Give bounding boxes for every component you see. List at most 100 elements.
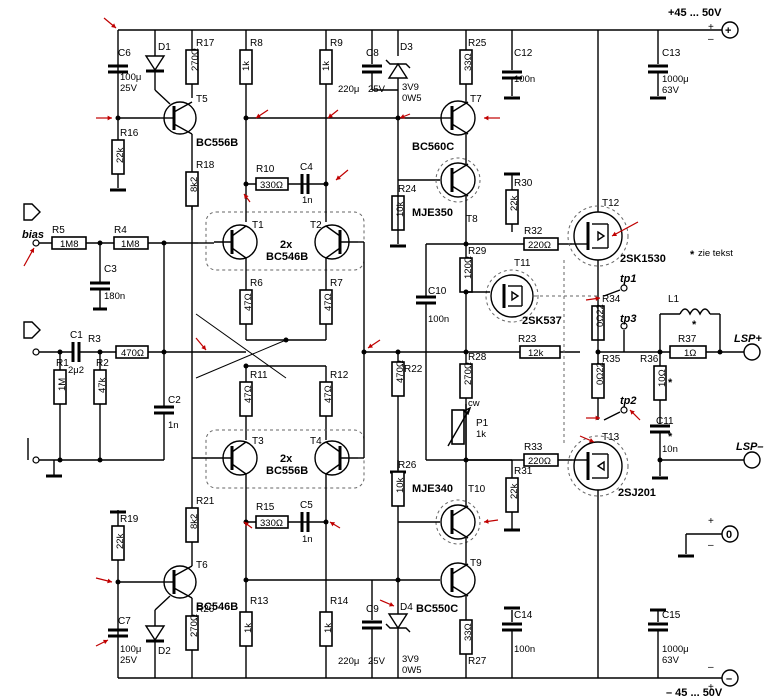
lsp-plus-terminal[interactable] [743,343,761,361]
ground-out-terminal[interactable] [721,525,739,543]
tp2-terminal[interactable] [620,406,628,414]
svg-text:63V: 63V [662,85,680,96]
T5-transistor [160,101,197,135]
svg-text:10k: 10k [395,201,406,217]
T13-mosfet [572,441,623,491]
supply-pos-label: +45 ... 50V [668,7,722,19]
svg-text:C14: C14 [514,610,533,621]
svg-text:BC556B: BC556B [266,465,308,477]
svg-text:T4: T4 [310,436,322,447]
tp3-terminal[interactable] [620,322,628,330]
svg-text:+: + [708,516,714,527]
svg-text:R10: R10 [256,164,275,175]
svg-text:22k: 22k [509,483,520,499]
svg-text:R16: R16 [120,128,139,139]
svg-text:D3: D3 [400,42,413,53]
svg-text:D4: D4 [400,602,413,613]
svg-text:22k: 22k [115,533,126,549]
svg-text:R34: R34 [602,294,621,305]
svg-text:10k: 10k [395,477,406,493]
svg-text:T11: T11 [514,258,531,269]
svg-text:C9: C9 [366,604,379,615]
svg-text:1n: 1n [168,420,179,431]
svg-text:1Ω: 1Ω [684,348,696,359]
svg-text:0: 0 [726,529,732,541]
svg-text:63V: 63V [662,655,680,666]
R3 [115,345,149,359]
svg-text:100μ: 100μ [120,72,141,83]
svg-text:33Ω: 33Ω [463,623,474,641]
R31 [505,477,519,513]
svg-text:1k: 1k [323,623,334,633]
T6-transistor [160,565,197,599]
svg-text:C12: C12 [514,48,533,59]
svg-text:R4: R4 [114,225,127,236]
supply-neg-label: – 45 ... 50V [666,687,723,699]
svg-text:100μ: 100μ [120,644,141,655]
tp1-terminal[interactable] [620,284,628,292]
T12-mosfet [572,211,623,261]
signal-input-terminal[interactable] [32,348,40,356]
svg-text:470Ω: 470Ω [121,348,144,359]
R6 [239,289,253,325]
R20 [185,615,199,651]
svg-text:R29: R29 [468,246,487,257]
svg-text:8k2: 8k2 [189,514,200,529]
supply-neg-terminal[interactable]: – [721,669,739,687]
R1 [53,369,67,405]
ground-terminal[interactable] [32,456,40,464]
svg-text:R19: R19 [120,514,139,525]
R16 [111,139,125,175]
T2-transistor [314,224,358,260]
R11 [239,381,253,417]
svg-text:R23: R23 [518,334,537,345]
svg-text:R1: R1 [56,358,69,369]
svg-text:*: * [690,249,695,261]
svg-text:C2: C2 [168,395,181,406]
P1-potentiometer[interactable] [451,409,465,445]
svg-text:–: – [708,662,714,673]
T4-transistor [314,440,358,476]
supply-pos-terminal[interactable]: + [721,21,739,39]
R9 [319,49,333,85]
svg-text:–: – [708,540,714,551]
svg-text:470Ω: 470Ω [395,360,406,383]
svg-text:MJE340: MJE340 [412,483,453,495]
svg-text:1M8: 1M8 [60,239,78,250]
svg-text:R20: R20 [196,604,215,615]
svg-text:L1: L1 [668,294,680,305]
svg-text:R26: R26 [398,460,417,471]
svg-text:1k: 1k [243,623,254,633]
svg-text:+: + [725,25,731,37]
svg-text:P1: P1 [476,418,489,429]
svg-text:0W5: 0W5 [402,665,422,676]
svg-text:10Ω: 10Ω [657,369,668,387]
T1-transistor [214,224,258,260]
svg-text:R32: R32 [524,226,543,237]
svg-text:2x: 2x [280,453,293,465]
svg-text:10n: 10n [662,444,678,455]
svg-text:C8: C8 [366,48,379,59]
svg-text:330Ω: 330Ω [260,518,283,529]
svg-text:R21: R21 [196,496,215,507]
svg-text:C3: C3 [104,264,117,275]
lsp-minus-terminal[interactable] [743,451,761,469]
svg-text:R5: R5 [52,225,65,236]
svg-text:tp1: tp1 [620,273,637,285]
svg-text:0Ω22: 0Ω22 [595,304,606,327]
svg-text:BC556B: BC556B [196,137,238,149]
svg-text:25V: 25V [368,84,386,95]
svg-text:T5: T5 [196,94,208,105]
R33 [523,453,559,467]
svg-text:R27: R27 [468,656,487,667]
svg-text:R15: R15 [256,502,275,513]
svg-text:tp2: tp2 [620,395,637,407]
svg-text:R11: R11 [250,370,268,381]
svg-text:25V: 25V [120,83,138,94]
svg-text:R33: R33 [524,442,543,453]
svg-text:R6: R6 [250,278,263,289]
svg-text:R31: R31 [514,466,533,477]
note-label: zie tekst [698,248,733,259]
svg-text:C1: C1 [70,330,83,341]
R7 [319,289,333,325]
